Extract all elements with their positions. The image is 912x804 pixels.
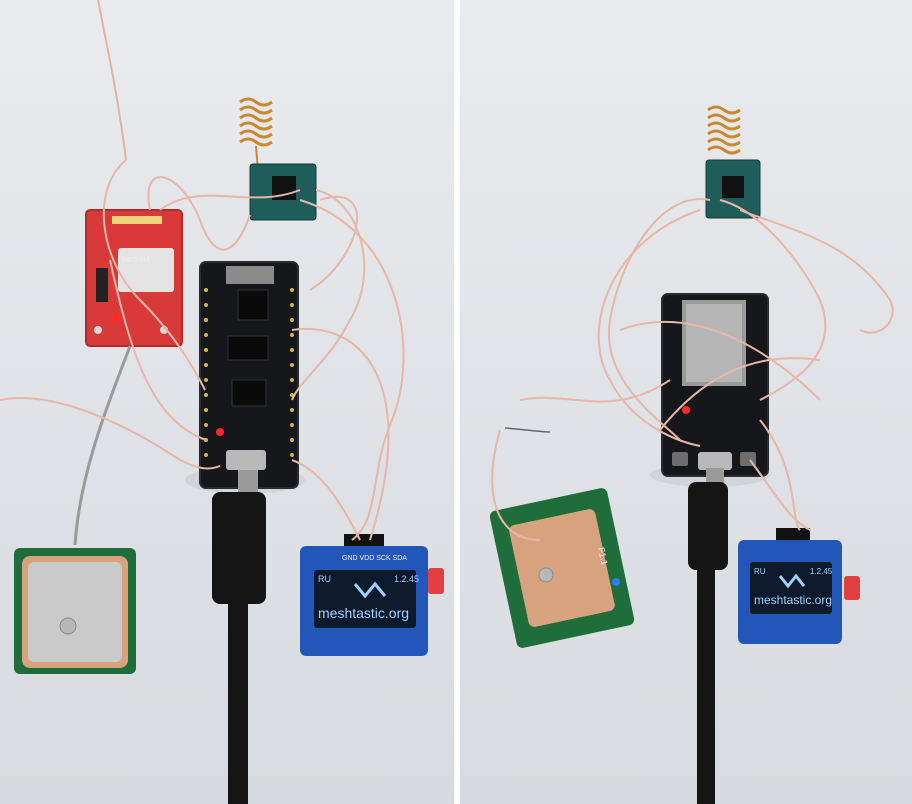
esp32-dev-board (661, 293, 769, 477)
right-photo-scene: F1.1 RU 1.2.45 meshtastic.org (489, 105, 894, 804)
oled-brand-text: meshtastic.org (318, 605, 409, 621)
oled-header-left: RU (318, 574, 331, 584)
oled-header-right-right: 1.2.45 (810, 567, 833, 576)
oled-header-left-right: RU (754, 567, 766, 576)
patch-label: F1.1 (596, 546, 610, 566)
spring-antenna-icon (239, 97, 273, 147)
wire-bundle-right (491, 198, 894, 541)
oled-brand-text-right: meshtastic.org (754, 593, 832, 607)
meshtastic-logo-icon (353, 581, 387, 599)
gps-patch-antenna (14, 345, 136, 674)
spring-antenna-icon (707, 105, 741, 155)
usb-cable-right (688, 468, 728, 804)
oled-pin-labels: GND VDD SCK SDA (342, 555, 407, 562)
gps-patch-right: F1.1 (489, 488, 635, 648)
usb-port-right (698, 452, 732, 470)
oled-header-right: 1.2.45 (394, 574, 419, 584)
lora-module-right (705, 105, 761, 219)
blue-led (612, 578, 620, 586)
black-dev-board (199, 261, 299, 489)
red-led-board (216, 428, 224, 436)
left-photo-scene: NEO-6M (0, 0, 444, 804)
oled-display-right: RU 1.2.45 meshtastic.org (738, 528, 860, 644)
oled-display: RU 1.2.45 meshtastic.org GND VDD SCK SDA (300, 534, 444, 656)
gps-module-label: NEO-6M (122, 257, 149, 264)
photo-divider (454, 0, 460, 804)
red-led-gps (111, 313, 121, 323)
right-photo: F1.1 RU 1.2.45 meshtastic.org (460, 0, 912, 804)
red-gps-module: NEO-6M (85, 209, 183, 347)
meshtastic-logo-icon (778, 573, 806, 589)
usb-cable (212, 470, 266, 804)
gps-wire-antenna (97, 0, 127, 161)
usb-c-port (226, 450, 266, 470)
left-photo: NEO-6M (0, 0, 454, 804)
wire-bundle (0, 159, 405, 541)
red-led-esp32 (682, 406, 690, 414)
lora-module (239, 97, 317, 221)
